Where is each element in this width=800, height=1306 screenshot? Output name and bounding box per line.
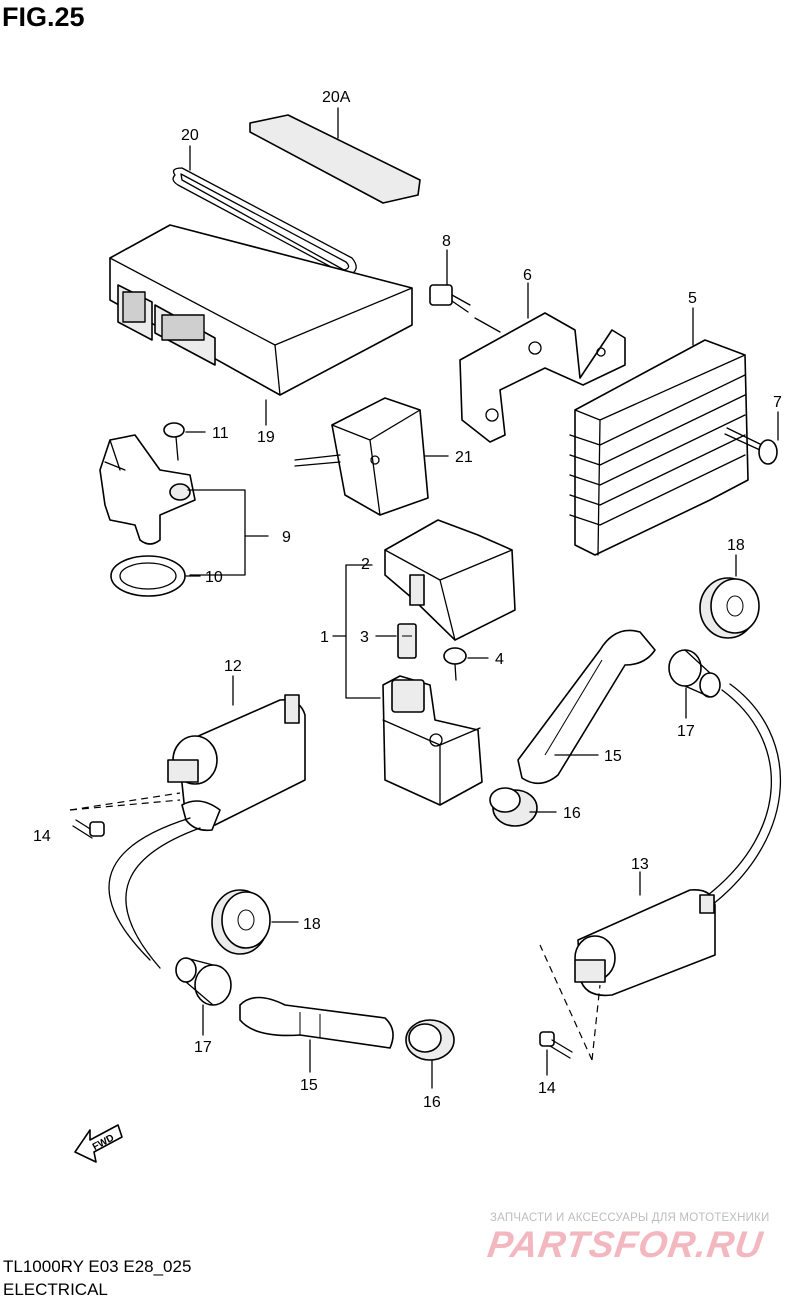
callout-8: 8 bbox=[442, 233, 451, 250]
fwd-label: FWD bbox=[91, 1133, 116, 1153]
part-1-fuse-box[interactable] bbox=[382, 675, 483, 806]
figure-title: FIG.25 bbox=[2, 2, 85, 32]
part-17-cap-front[interactable] bbox=[175, 957, 232, 1006]
callout-13: 13 bbox=[631, 856, 649, 873]
callout-20a: 20A bbox=[322, 89, 351, 106]
part-13-ignition-coil-rear[interactable] bbox=[574, 888, 716, 997]
callout-10: 10 bbox=[205, 569, 223, 586]
callout-4: 4 bbox=[495, 651, 504, 668]
callout-16-rear: 16 bbox=[563, 805, 581, 822]
part-21-relay[interactable] bbox=[294, 397, 429, 516]
callout-2: 2 bbox=[361, 556, 370, 573]
watermark-logo: PARTSFOR.RU bbox=[485, 1224, 766, 1265]
callout-15-rear: 15 bbox=[604, 748, 622, 765]
callout-3: 3 bbox=[360, 629, 369, 646]
callout-17-rear: 17 bbox=[677, 723, 695, 740]
part-19-ecm-unit[interactable] bbox=[109, 224, 413, 396]
watermark-tagline: ЗАПЧАСТИ И АКСЕССУАРЫ ДЛЯ МОТОТЕХНИКИ bbox=[490, 1212, 770, 1224]
part-10-o-ring[interactable] bbox=[110, 555, 186, 597]
part-18-grommet-rear[interactable] bbox=[699, 577, 760, 639]
callout-14-rear: 14 bbox=[538, 1080, 556, 1097]
part-16-cap-front[interactable] bbox=[405, 1019, 455, 1061]
part-6-bracket[interactable] bbox=[459, 312, 626, 443]
callout-18-front: 18 bbox=[303, 916, 321, 933]
callout-16-front: 16 bbox=[423, 1094, 441, 1111]
section-name: ELECTRICAL bbox=[3, 1280, 108, 1299]
callout-17-front: 17 bbox=[194, 1039, 212, 1056]
callout-1: 1 bbox=[320, 629, 329, 646]
part-7-screw[interactable] bbox=[724, 427, 778, 465]
fwd-direction-marker: FWD bbox=[74, 1124, 123, 1163]
part-12-ignition-coil-front[interactable] bbox=[167, 694, 306, 832]
callout-6: 6 bbox=[523, 267, 532, 284]
part-15-plug-cap-front[interactable] bbox=[239, 996, 394, 1049]
part-17-cap-rear[interactable] bbox=[668, 649, 721, 698]
part-18-grommet-front[interactable] bbox=[211, 889, 271, 955]
callout-19: 19 bbox=[257, 429, 275, 446]
callout-5: 5 bbox=[688, 290, 697, 307]
part-8-bolt[interactable] bbox=[429, 284, 471, 313]
callout-21: 21 bbox=[455, 449, 473, 466]
part-14-bolt-rear[interactable] bbox=[539, 1031, 573, 1059]
callout-14-front: 14 bbox=[33, 828, 51, 845]
part-11-screw[interactable] bbox=[163, 422, 185, 461]
callout-9: 9 bbox=[282, 529, 291, 546]
part-2-fuse-cover[interactable] bbox=[384, 519, 516, 641]
callout-7: 7 bbox=[773, 394, 782, 411]
part-4-screw[interactable] bbox=[443, 647, 467, 681]
callout-15-front: 15 bbox=[300, 1077, 318, 1094]
part-5-regulator-rectifier[interactable] bbox=[569, 339, 749, 556]
part-16-cap-rear[interactable] bbox=[489, 787, 538, 827]
part-14-bolt-front[interactable] bbox=[72, 819, 105, 839]
callout-12: 12 bbox=[224, 658, 242, 675]
part-20a-pad[interactable] bbox=[249, 114, 421, 204]
part-3-fuse[interactable] bbox=[397, 623, 417, 659]
callout-20: 20 bbox=[181, 127, 199, 144]
part-9-sensor[interactable] bbox=[99, 434, 196, 545]
callout-18-rear: 18 bbox=[727, 537, 745, 554]
callout-11: 11 bbox=[212, 425, 229, 442]
model-code: TL1000RY E03 E28_025 bbox=[3, 1257, 192, 1276]
part-15-plug-cap-rear[interactable] bbox=[517, 629, 656, 785]
